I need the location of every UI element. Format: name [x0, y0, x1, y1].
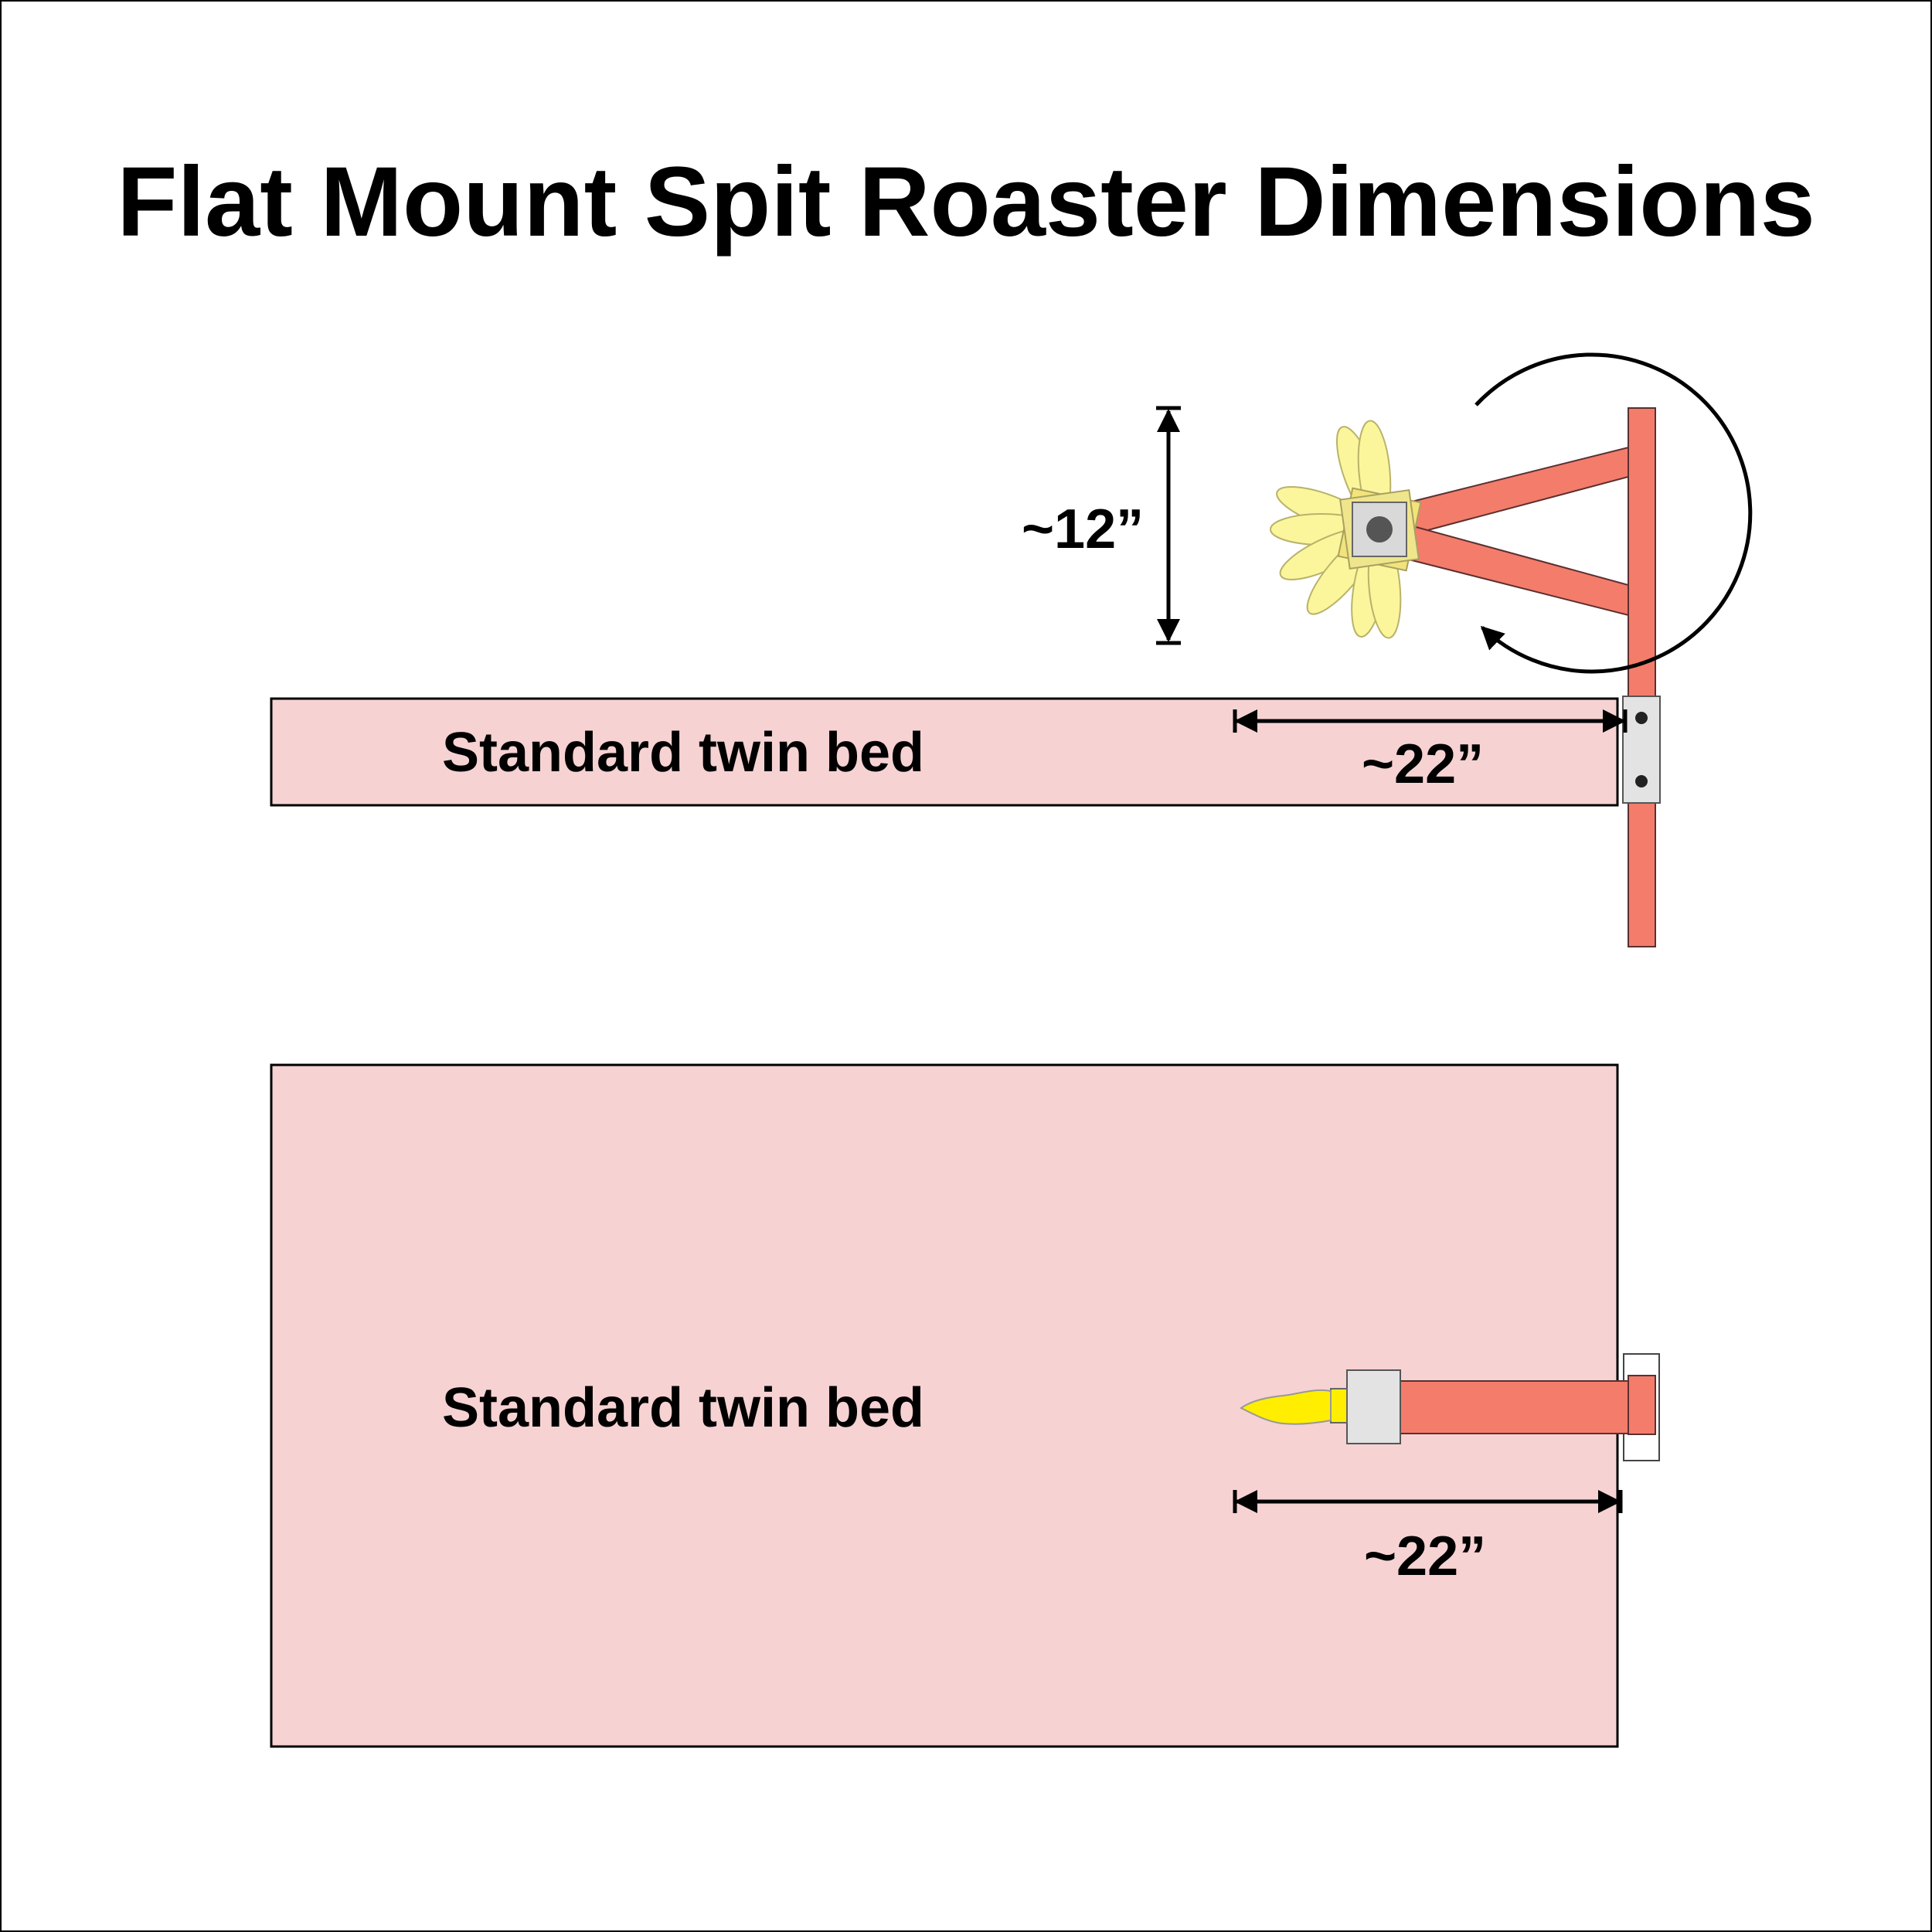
page-title: Flat Mount Spit Roaster Dimensions	[117, 147, 1815, 257]
rotation-arrow	[1475, 352, 1753, 674]
clamp-bolt-bottom	[1635, 775, 1648, 787]
height-dim-label: ~12”	[1022, 498, 1144, 560]
side-view: Standard twin bed	[270, 352, 1753, 947]
top-arm	[1400, 1380, 1629, 1434]
side-bed-label: Standard twin bed	[442, 722, 924, 784]
side-depth-dim-label: ~22”	[1362, 733, 1484, 795]
clamp-bolt-top	[1635, 712, 1648, 724]
top-post-end	[1628, 1375, 1656, 1435]
top-depth-dim-label: ~22”	[1364, 1526, 1486, 1587]
top-motor-box	[1346, 1369, 1401, 1444]
lower-strut	[1401, 524, 1629, 617]
hub-axle	[1366, 516, 1393, 543]
top-blade	[1240, 1389, 1332, 1425]
top-bed-label: Standard twin bed	[442, 1377, 924, 1439]
top-view: Standard twin bed ~22”	[270, 1063, 1660, 1748]
top-blade-collar	[1330, 1388, 1348, 1423]
vertical-post	[1628, 407, 1656, 947]
upper-strut	[1401, 446, 1629, 536]
